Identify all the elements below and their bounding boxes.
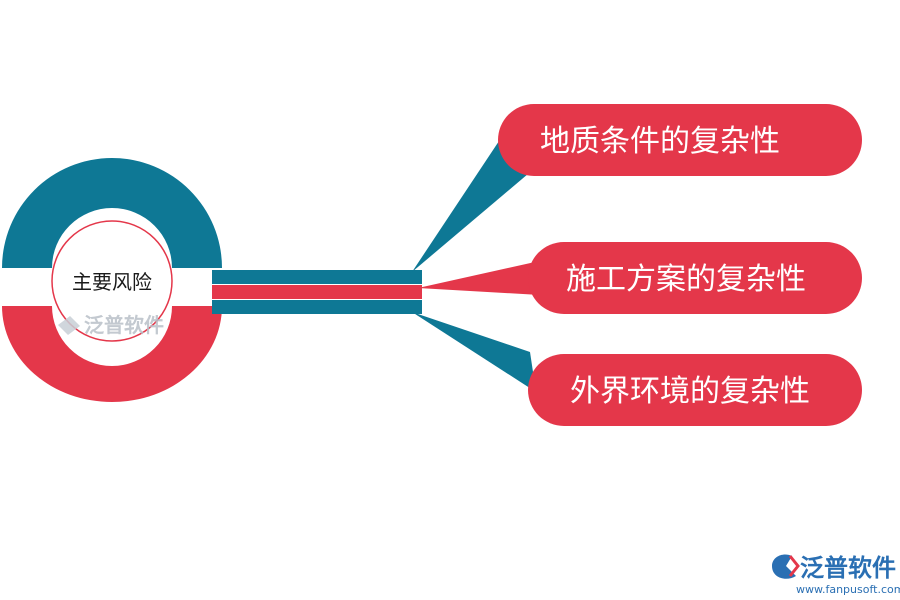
hub-ring-bottom (2, 306, 222, 402)
trunk-bar-top (212, 270, 422, 284)
hub-ring-top (2, 158, 222, 268)
branch-pill-1 (498, 104, 862, 176)
branch-pill-2 (528, 242, 862, 314)
brand-logo-name: 泛普软件 (800, 554, 896, 582)
brand-logo-icon (772, 554, 796, 579)
hub-watermark: 泛普软件 (58, 313, 164, 337)
brand-logo-accent-icon (788, 555, 800, 577)
watermark-text: 泛普软件 (84, 313, 164, 337)
hub-label: 主要风险 (72, 270, 152, 294)
hub-center-circle (51, 220, 173, 342)
trunk-bar-bottom (212, 300, 422, 314)
branch-label-3: 外界环境的复杂性 (570, 374, 810, 409)
branch-connector-3 (412, 312, 536, 392)
branch-connector-2 (418, 262, 540, 295)
brand-logo: 泛普软件 www.fanpusoft.com (772, 554, 900, 596)
brand-logo-url: www.fanpusoft.com (796, 583, 900, 596)
trunk-bar-middle (212, 285, 422, 299)
branch-label-2: 施工方案的复杂性 (566, 262, 806, 297)
branch-label-1: 地质条件的复杂性 (540, 124, 780, 159)
watermark-logo-icon (58, 316, 80, 335)
branch-connector-1 (412, 132, 535, 272)
branch-pill-3 (528, 354, 862, 426)
